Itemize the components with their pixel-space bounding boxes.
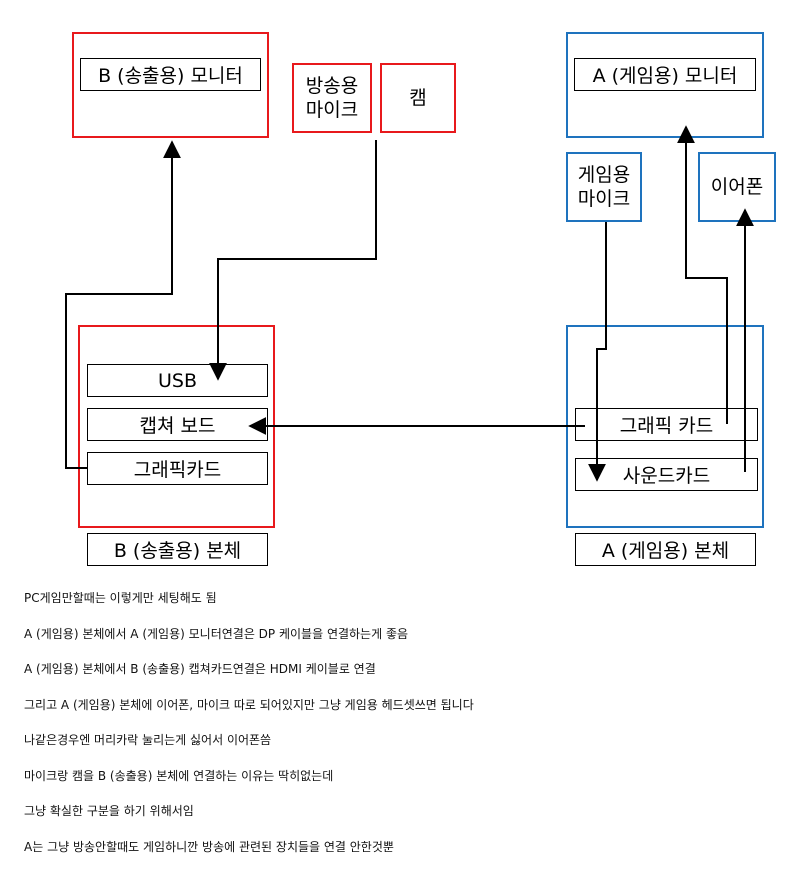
notes-text: PC게임만할때는 이렇게만 세팅해도 됨 A (게임용) 본체에서 A (게임용… (24, 591, 784, 875)
wire-game-mic-to-sound (588, 222, 607, 482)
setup-diagram: B (송출용) 모니터 방송용 마이크 캠 A (게임용) 모니터 게임용 마이… (65, 32, 776, 566)
wire-b-graphic-to-b-monitor (65, 140, 181, 469)
note-line: A (게임용) 본체에서 A (게임용) 모니터연결은 DP 케이블을 연결하는… (24, 626, 409, 641)
game-mic-box: 게임용 마이크 (566, 152, 642, 222)
note-line: 그리고 A (게임용) 본체에 이어폰, 마이크 따로 되어있지만 그냥 게임용… (24, 697, 474, 712)
a-body-label: A (게임용) 본체 (575, 533, 756, 566)
note-line: A는 그냥 방송안할때도 게임하니깐 방송에 관련된 장치들을 연결 안한것뿐 (24, 839, 394, 854)
note-line: 그냥 확실한 구분을 하기 위해서임 (24, 804, 194, 818)
cam-box: 캠 (380, 63, 456, 133)
broadcast-mic-box: 방송용 마이크 (292, 63, 372, 133)
note-line: 나같은경우엔 머리카락 눌리는게 싫어서 이어폰씀 (24, 733, 272, 747)
b-body-label: B (송출용) 본체 (87, 533, 268, 566)
b-monitor-box: B (송출용) 모니터 (72, 32, 269, 138)
note-line: 마이크랑 캠을 B (송출용) 본체에 연결하는 이유는 딱히없는데 (24, 768, 334, 783)
note-line: PC게임만할때는 이렇게만 세팅해도 됨 (24, 591, 217, 605)
b-monitor-label: B (송출용) 모니터 (80, 58, 261, 91)
b-graphic-card-slot: 그래픽카드 (87, 452, 268, 485)
wire-a-graphic-to-a-monitor (677, 125, 728, 424)
wire-cam-mic-to-usb (209, 140, 377, 381)
b-usb-slot: USB (87, 364, 268, 397)
a-graphic-card-slot: 그래픽 카드 (575, 408, 758, 441)
connection-wires (65, 125, 754, 482)
note-line: A (게임용) 본체에서 B (송출용) 캡쳐카드연결은 HDMI 케이블로 연… (24, 662, 376, 676)
a-monitor-box: A (게임용) 모니터 (566, 32, 764, 138)
b-capture-board-slot: 캡쳐 보드 (87, 408, 268, 441)
a-monitor-label: A (게임용) 모니터 (574, 58, 756, 91)
